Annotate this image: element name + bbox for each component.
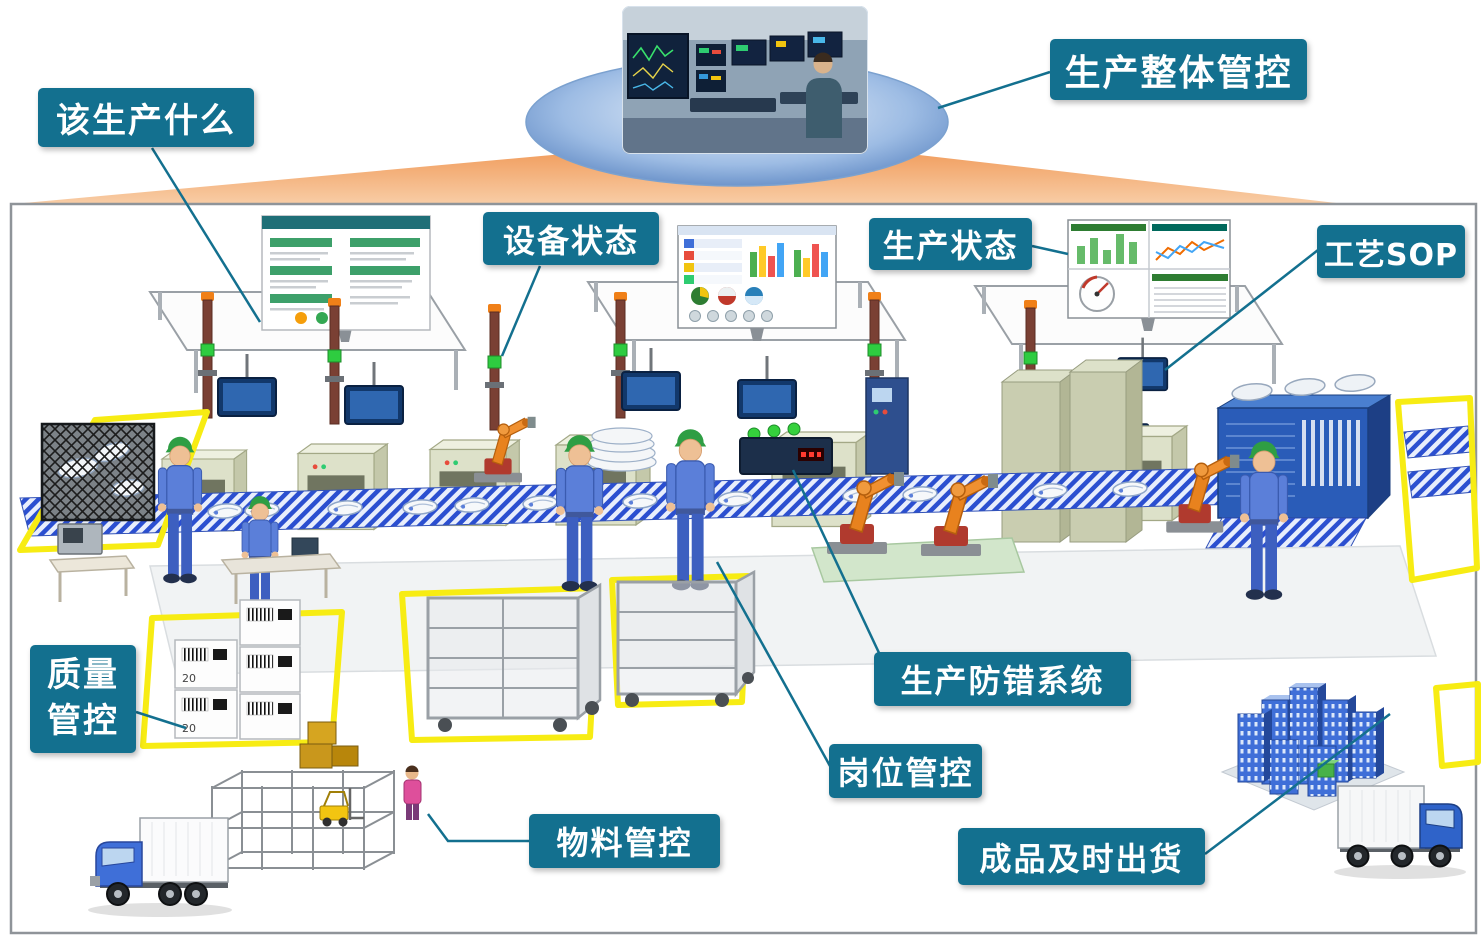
inspection-table (48, 523, 136, 602)
gold-material-boxes (299, 721, 359, 769)
panel-production-dashboard (1067, 219, 1231, 331)
connector-error-proofing (791, 469, 882, 656)
connector-overall-control (937, 70, 1051, 110)
label-station-control: 岗位管控 (829, 744, 982, 798)
label-text-line2: 管控 (47, 701, 119, 741)
label-material-control: 物料管控 (529, 814, 720, 868)
label-finished-goods-shipping: 成品及时出货 (958, 828, 1205, 885)
panel-equipment-dashboard (677, 225, 837, 341)
panel-production-order (261, 215, 431, 342)
connector-station-control (715, 561, 832, 767)
label-text: 该生产什么 (56, 101, 236, 141)
label-text-line1: 质量 (47, 655, 119, 696)
label-what-to-produce: 该生产什么 (38, 88, 254, 147)
label-quality-control: 质量 管控 (30, 645, 136, 753)
label-text: 成品及时出货 (979, 839, 1184, 878)
label-text: 生产防错系统 (900, 662, 1105, 700)
label-text: 物料管控 (556, 824, 693, 862)
connector-what-to-produce (150, 147, 262, 323)
connector-lines (135, 70, 1391, 855)
forklift (319, 788, 364, 827)
label-error-proofing-system: 生产防错系统 (874, 652, 1131, 706)
delivery-truck-left (88, 817, 232, 917)
connector-quality-control (135, 710, 187, 730)
side-conveyors (1403, 425, 1475, 499)
label-text: 设备状态 (502, 221, 639, 260)
label-equipment-status: 设备状态 (483, 212, 659, 265)
label-text: 工艺SOP (1323, 237, 1459, 273)
error-proofing-device (739, 422, 833, 475)
wire-cart (426, 582, 602, 732)
label-process-sop: 工艺SOP (1317, 225, 1465, 278)
label-text: 生产状态 (882, 227, 1019, 265)
box-number: 20 (182, 672, 196, 685)
label-text: 生产整体管控 (1064, 52, 1293, 94)
connector-equipment-status (500, 265, 542, 357)
operator-desk (220, 537, 342, 604)
label-overall-production-control: 生产整体管控 (1050, 39, 1307, 100)
label-production-status: 生产状态 (869, 218, 1032, 270)
connector-material-control (426, 813, 529, 843)
storage-rack (211, 770, 395, 870)
mesh-container (40, 422, 156, 522)
connector-process-sop (1164, 249, 1319, 371)
delivery-truck-right (1334, 785, 1466, 879)
material-worker (403, 765, 422, 820)
label-text: 岗位管控 (837, 754, 974, 792)
control-room-photo (622, 6, 868, 154)
connector-production-status (1031, 244, 1069, 256)
robot-cell (473, 416, 1241, 583)
part-tray-stack (587, 427, 657, 472)
connector-finished-goods (1204, 713, 1391, 855)
box-number: 20 (182, 722, 196, 735)
quality-box-stack: 20 20 (174, 599, 301, 740)
